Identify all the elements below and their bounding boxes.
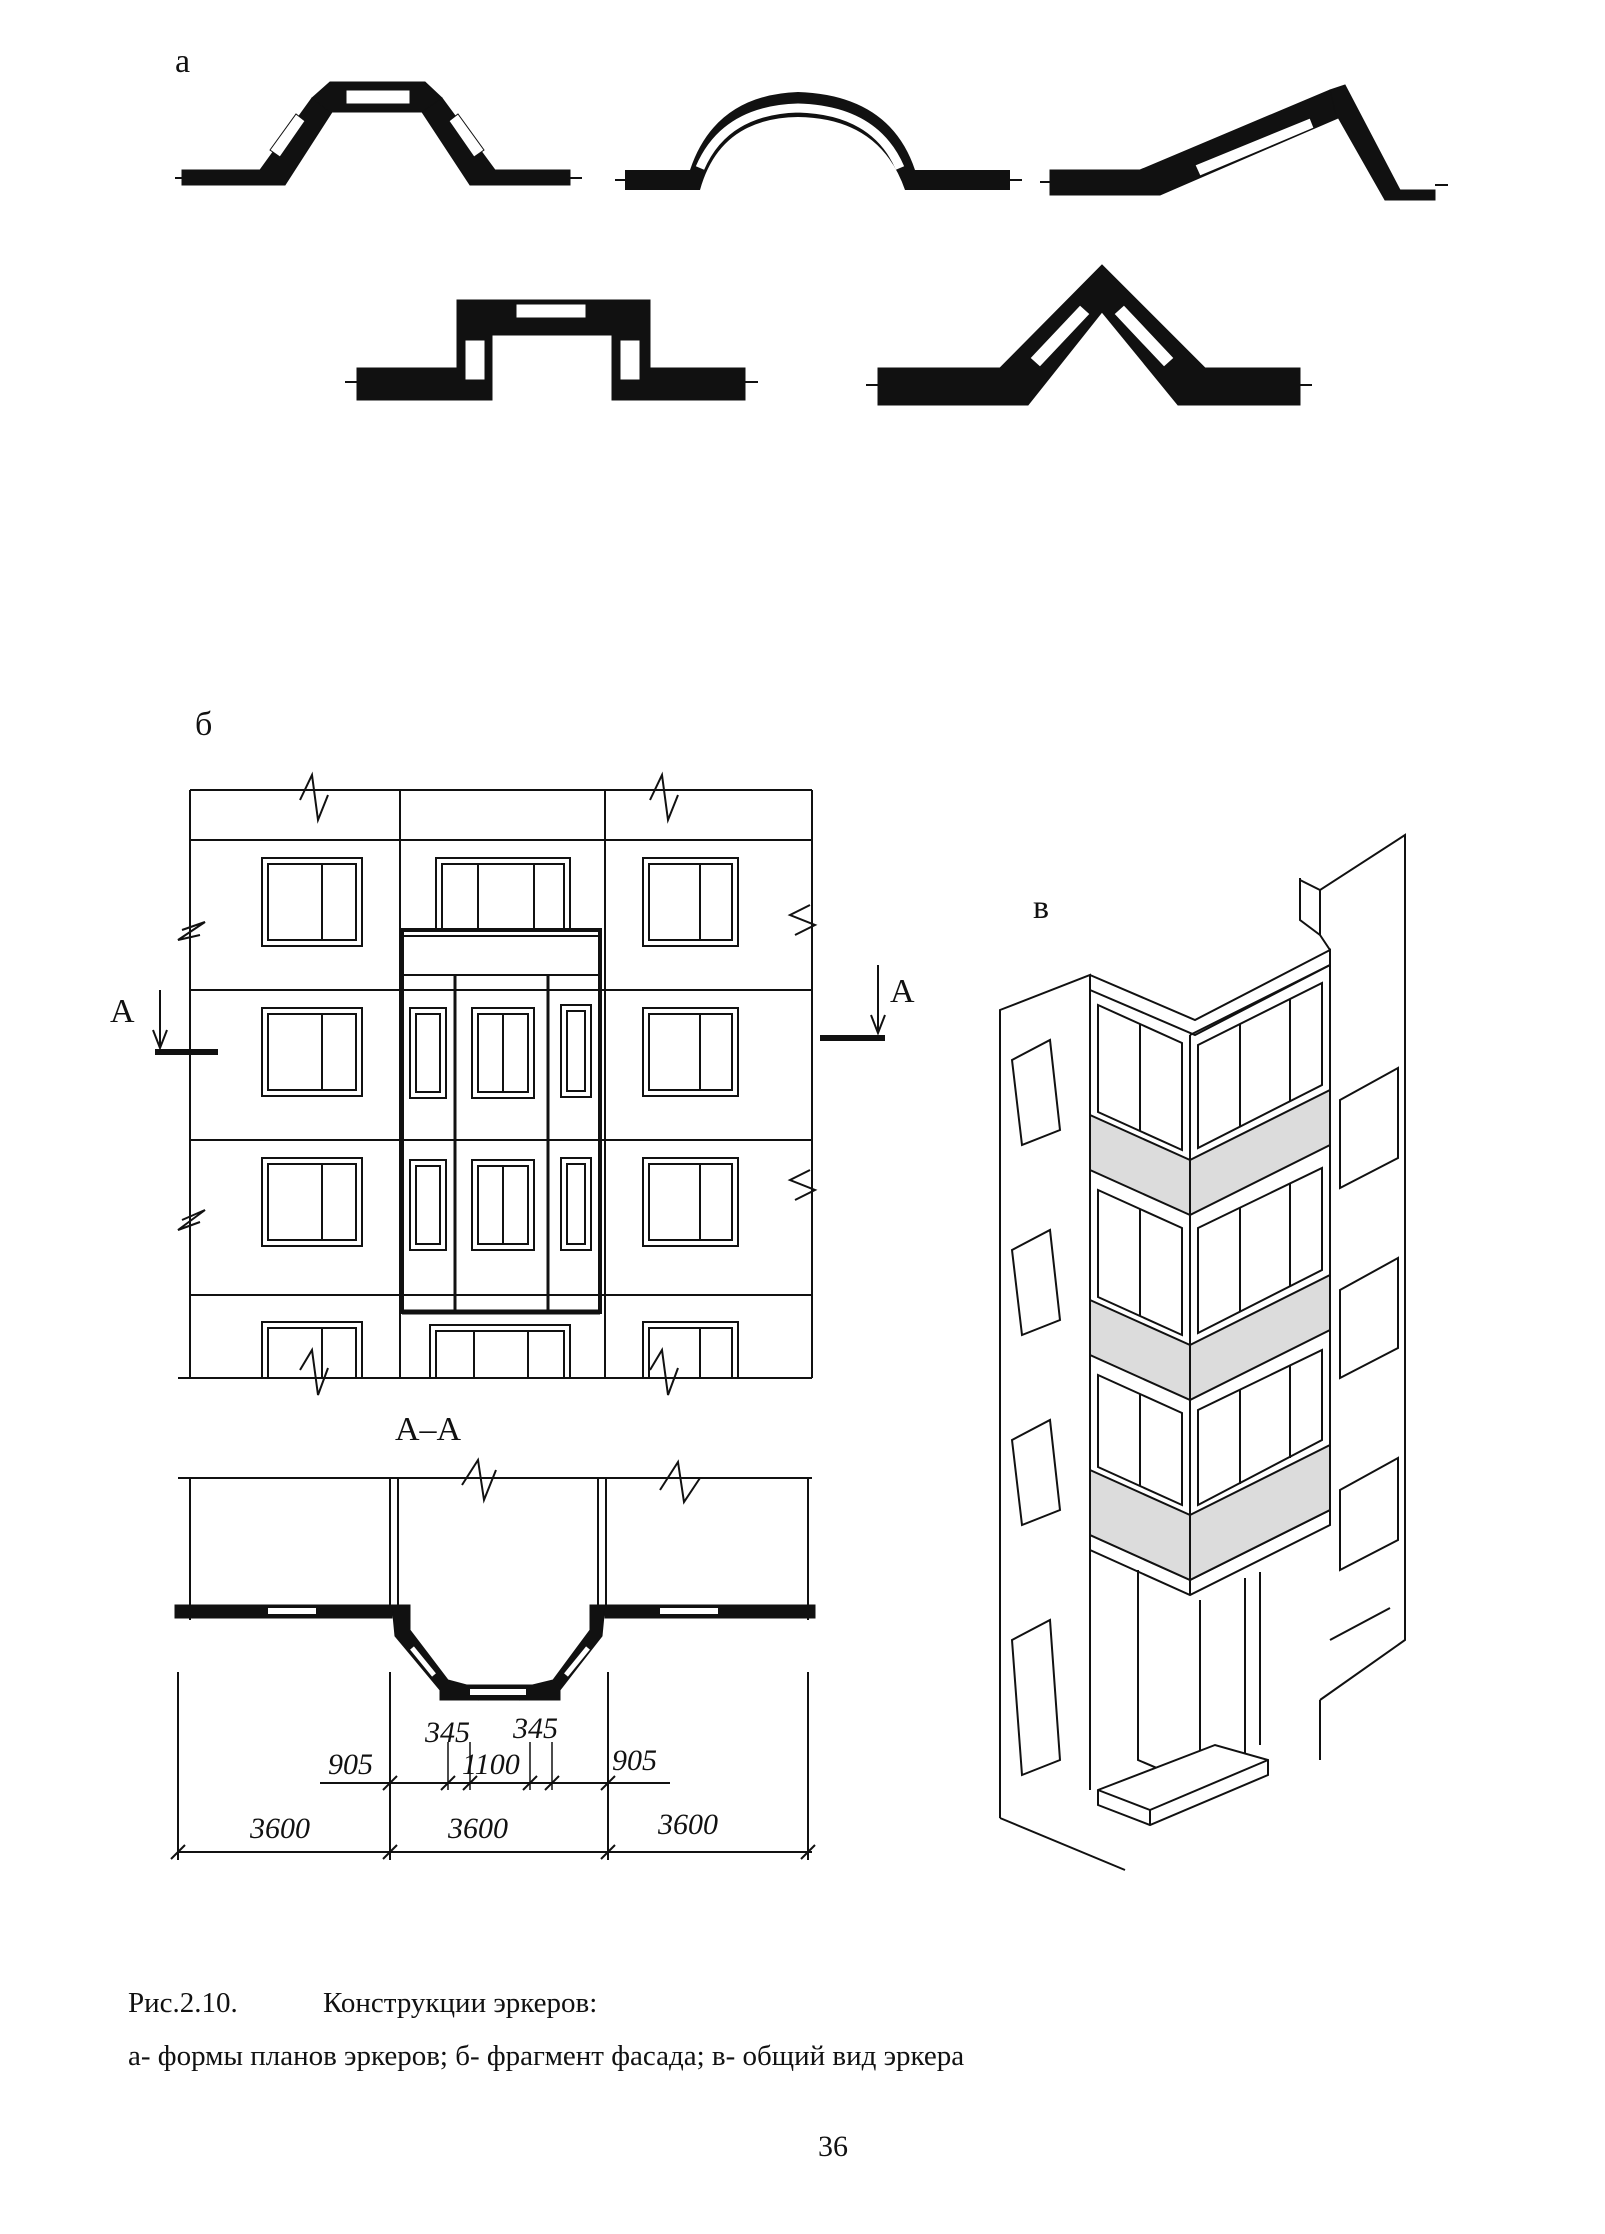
section-mark-left-letter: А [110, 993, 135, 1030]
page-number: 36 [818, 2130, 848, 2163]
dim-3600-3: 3600 [657, 1808, 718, 1841]
label-part-v: в [1033, 889, 1049, 926]
dim-345-left: 345 [424, 1716, 470, 1749]
section-plan [170, 1457, 816, 1860]
figure-legend: а- формы планов эркеров; б- фрагмент фас… [128, 2040, 965, 2072]
figure-title: Конструкции эркеров: [323, 1987, 598, 2019]
dim-905-left: 905 [328, 1748, 373, 1781]
figure-number: Рис.2.10. [128, 1987, 238, 2019]
dim-905-right: 905 [612, 1744, 657, 1777]
plan-trapezoid [175, 81, 582, 186]
facade-fragment [177, 771, 818, 1396]
plan-rectangular [345, 299, 758, 401]
label-part-b: б [195, 706, 212, 743]
dim-3600-2: 3600 [447, 1812, 508, 1845]
bay-isometric-view [999, 833, 1406, 1871]
plan-triangular [866, 264, 1312, 406]
dim-345-right: 345 [512, 1712, 558, 1745]
section-mark-right [820, 965, 886, 1041]
label-part-a: а [175, 43, 190, 80]
plan-arc [615, 92, 1022, 190]
dim-3600-1: 3600 [249, 1812, 310, 1845]
section-mark-right-letter: А [890, 973, 915, 1010]
section-title: А–А [395, 1411, 462, 1448]
dim-1100: 1100 [462, 1748, 520, 1781]
plan-asymmetric [1040, 84, 1448, 201]
section-mark-left [152, 990, 218, 1055]
